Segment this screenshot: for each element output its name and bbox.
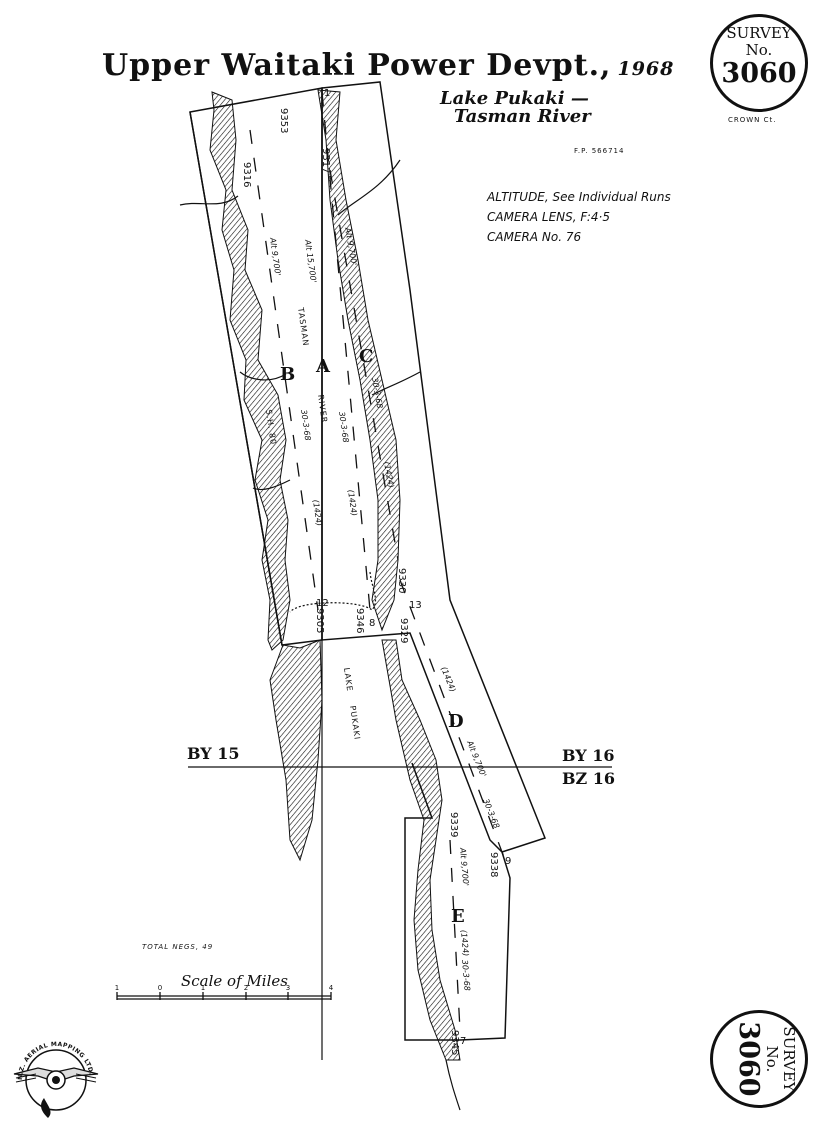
sheet-label-bz16: BZ 16 (562, 769, 616, 788)
index-a-end: 8 (369, 618, 375, 629)
survey-badge-no: No. (763, 1045, 781, 1073)
photo-9339: 9339 (448, 812, 459, 837)
run-letter-d: D (448, 711, 464, 732)
subtitle-line-2: Tasman River (454, 106, 591, 127)
index-d-end: 9 (505, 856, 511, 867)
scale-tick-label: 3 (286, 984, 290, 992)
run-a-line (321, 91, 371, 611)
eastern-boundary (321, 81, 546, 853)
run-letter-c: C (359, 346, 373, 367)
label-river: RIVER (316, 394, 329, 424)
run-e-date: 30-3-68 (460, 959, 472, 991)
map-title-year: 1968 (617, 58, 675, 80)
film-reference: F.P. 566714 (574, 147, 625, 155)
sheet-label-by16: BY 16 (562, 746, 615, 765)
survey-badge-no: No. (745, 41, 773, 59)
east-bank (317, 89, 461, 1061)
run-d-line (399, 579, 506, 861)
survey-badge-top: SURVEY No. 3060 (710, 14, 808, 112)
scale-tick-label: 2 (244, 984, 248, 992)
scale-tick-label: 1 (115, 984, 119, 992)
photo-9330: 9330 (396, 568, 407, 593)
index-b-end: 12 (316, 598, 329, 609)
run-e-film: (1424) (459, 929, 470, 956)
sheet-label-by15: BY 15 (187, 744, 240, 763)
scale-tick-label: 1 (201, 984, 205, 992)
info-altitude: ALTITUDE, See Individual Runs (487, 190, 671, 204)
run-b-line (249, 129, 319, 611)
run-a-altitude: Alt 15,700' (303, 238, 318, 283)
run-a-film: (1424) (346, 489, 359, 517)
label-lake: LAKE (342, 667, 354, 692)
run-letter-b: B (280, 364, 295, 385)
info-camera-lens: CAMERA LENS, F:4·5 (487, 210, 610, 224)
index-a-start: 1 (324, 88, 330, 99)
side-streams (179, 159, 461, 1111)
flight-run-lines (249, 91, 506, 1031)
run-a-date: 30-3-68 (337, 411, 350, 443)
run-letter-e: E (451, 906, 465, 927)
photo-9345: 9345 (449, 1030, 460, 1055)
survey-badge-number: 3060 (721, 58, 797, 89)
photo-9329: 9329 (398, 618, 409, 643)
run-e-altitude: Alt 9,700' (458, 846, 470, 886)
scale-tick-label: 0 (158, 984, 162, 992)
map-title: Upper Waitaki Power Devpt.,1968 (102, 48, 674, 83)
index-e-end: 7 (460, 1036, 466, 1047)
photo-9305: 9305 (314, 608, 325, 633)
run-c-line (329, 169, 399, 561)
photo-9353: 9353 (278, 108, 289, 133)
label-tasman: TASMAN (296, 306, 311, 347)
run-e-line (449, 839, 461, 1031)
info-camera-number: CAMERA No. 76 (487, 230, 582, 244)
label-pukaki: PUKAKI (348, 705, 362, 741)
survey-badge-word: SURVEY (726, 24, 792, 42)
run-d-altitude: Alt 9,700' (465, 738, 488, 778)
scale-title: Scale of Miles (181, 972, 288, 990)
west-bank (209, 91, 323, 862)
photo-9338: 9338 (488, 852, 499, 877)
run-b-film: (1424) (311, 499, 324, 527)
photo-9317: 9317 (320, 148, 331, 173)
survey-badge-bottom: SURVEY No. 3060 (710, 1010, 808, 1108)
photo-9346: 9346 (354, 608, 365, 633)
photo-9316: 9316 (241, 162, 252, 187)
run-d-film: (1424) (439, 665, 457, 693)
scale-tick-label: 4 (329, 984, 334, 992)
total-negatives: TOTAL NEGS, 49 (142, 943, 214, 951)
survey-badge-number: 3060 (733, 1021, 764, 1097)
scale-bar (116, 992, 332, 1000)
subtitle-line-1: Lake Pukaki — (440, 88, 589, 109)
survey-badge-word: SURVEY (780, 1026, 798, 1092)
index-d-start: 13 (409, 600, 422, 611)
run-b-date: 30-3-68 (299, 409, 312, 441)
crown-copyright: CROWN Ct. (728, 116, 777, 124)
company-logo: N.Z. AERIAL MAPPING LTD. (13, 1041, 99, 1118)
map-grid (188, 88, 612, 1060)
map-title-main: Upper Waitaki Power Devpt., (102, 48, 612, 83)
run-letter-a: A (315, 356, 331, 377)
